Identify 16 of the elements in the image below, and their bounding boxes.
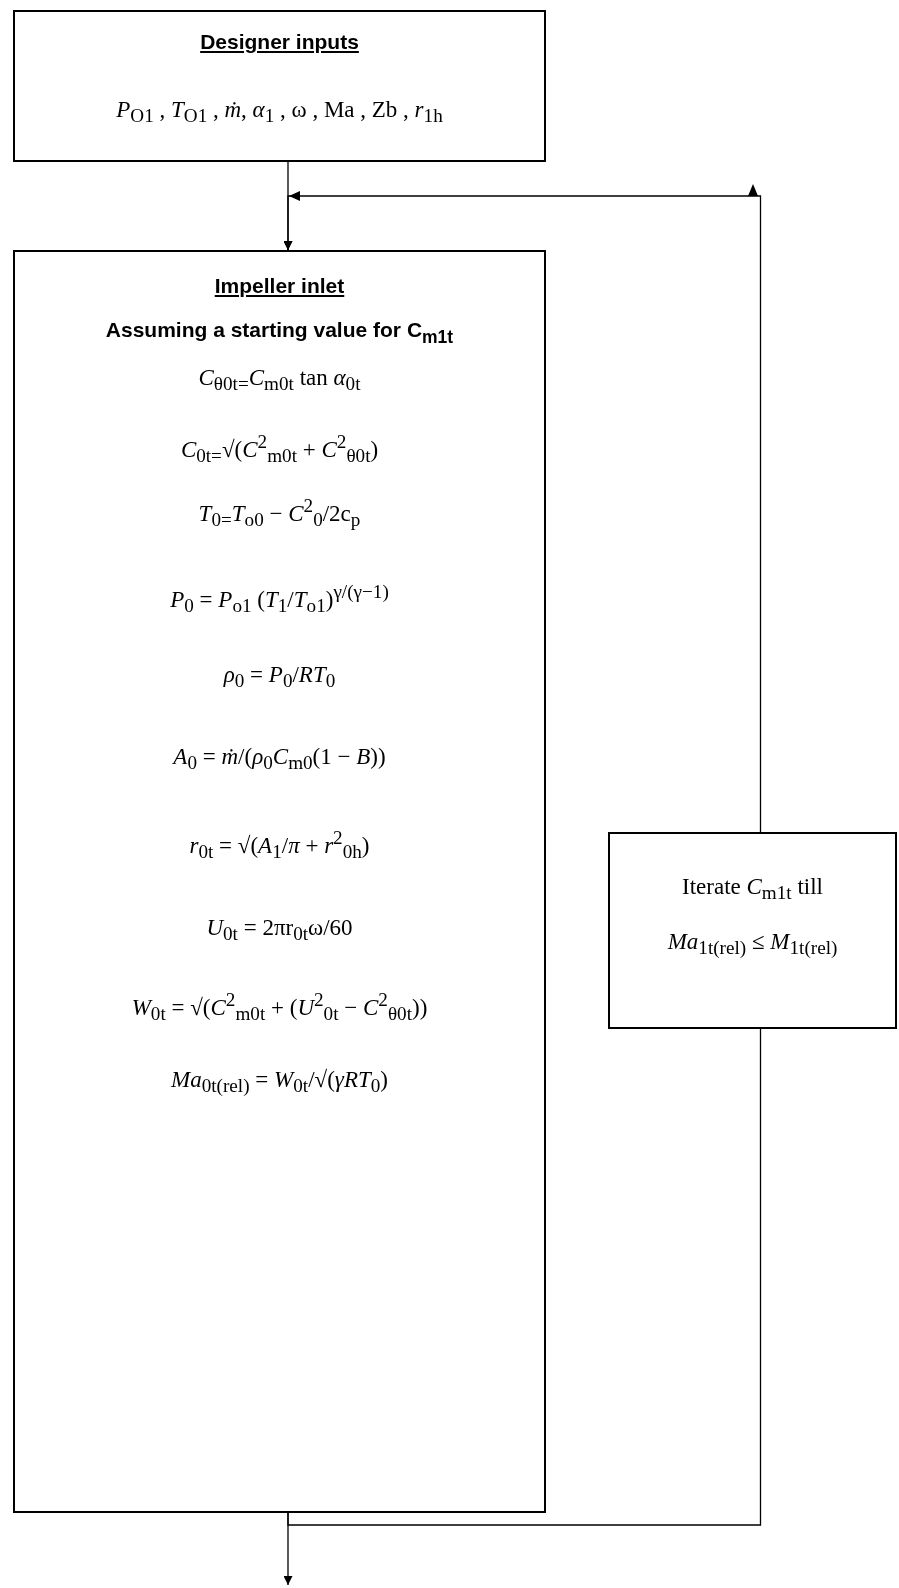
- section-heading: Impeller inlet: [214, 274, 345, 297]
- condition-text: Iterate C$_{m1t}$ till: [682, 873, 823, 899]
- equation: W$_{0t}$ = √(C$^{2}$$_{m0t}$ + (U$^{2}$$_{0t}$ − C$^{2}$$_{θ0t}$)): [131, 994, 428, 1020]
- equation: A$_{0}$ = ṁ/(ρ$_{0}$C$_{m0}$(1 − B)): [173, 743, 386, 769]
- equation: ρ$_{0}$ = P$_{0}$/RT$_{0}$: [223, 661, 336, 687]
- input-box: [13, 10, 546, 162]
- iteration-box: [608, 832, 897, 1029]
- equation: U$_{0t}$ = 2πr$_{0t}$ω/60: [206, 914, 353, 940]
- input-list: P$_{O1}$ , T$_{O1}$ , ṁ, α$_{1}$ , ω , Ma , Zb , r$_{1h}$: [116, 96, 443, 122]
- process-box: [13, 250, 546, 1513]
- equation: r$_{0t}$ = √(A$_{1}$/π + r$^{2}$$_{0h}$): [189, 832, 370, 858]
- equation: C$_{θ0t=}$C$_{m0t}$ tan α$_{0t}$: [198, 364, 361, 390]
- equation: P$_{0}$ = P$_{o1}$ (T$_{1}$/T$_{o1}$)$^{γ/(γ−1)}$: [170, 586, 389, 612]
- assumption-text: Assuming a starting value for C$_{m1t}$: [105, 318, 454, 342]
- equation: C$_{0t=}$√(C$^{2}$$_{m0t}$ + C$^{2}$$_{θ0t}$): [180, 436, 379, 462]
- section-heading: Designer inputs: [200, 30, 359, 53]
